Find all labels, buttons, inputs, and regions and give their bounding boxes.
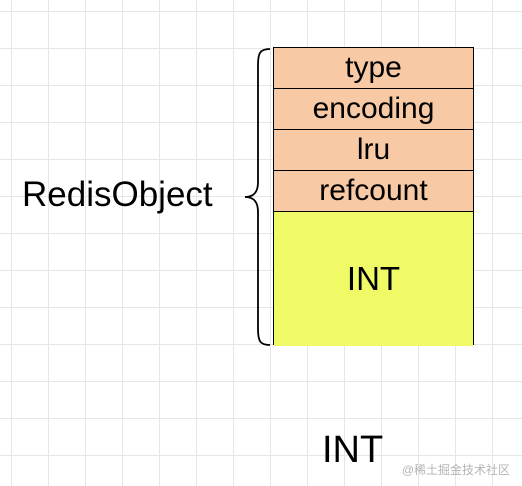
curly-brace-icon bbox=[244, 48, 271, 346]
redis-object-struct: type encoding lru refcount INT bbox=[273, 47, 474, 346]
struct-field-lru: lru bbox=[274, 130, 473, 171]
diagram-caption: INT bbox=[322, 429, 384, 471]
struct-field-refcount: refcount bbox=[274, 171, 473, 212]
watermark: @稀土掘金技术社区 bbox=[401, 463, 510, 477]
redis-object-label: RedisObject bbox=[22, 175, 213, 214]
struct-field-type: type bbox=[274, 48, 473, 89]
struct-payload: INT bbox=[274, 212, 473, 346]
struct-field-encoding: encoding bbox=[274, 89, 473, 130]
